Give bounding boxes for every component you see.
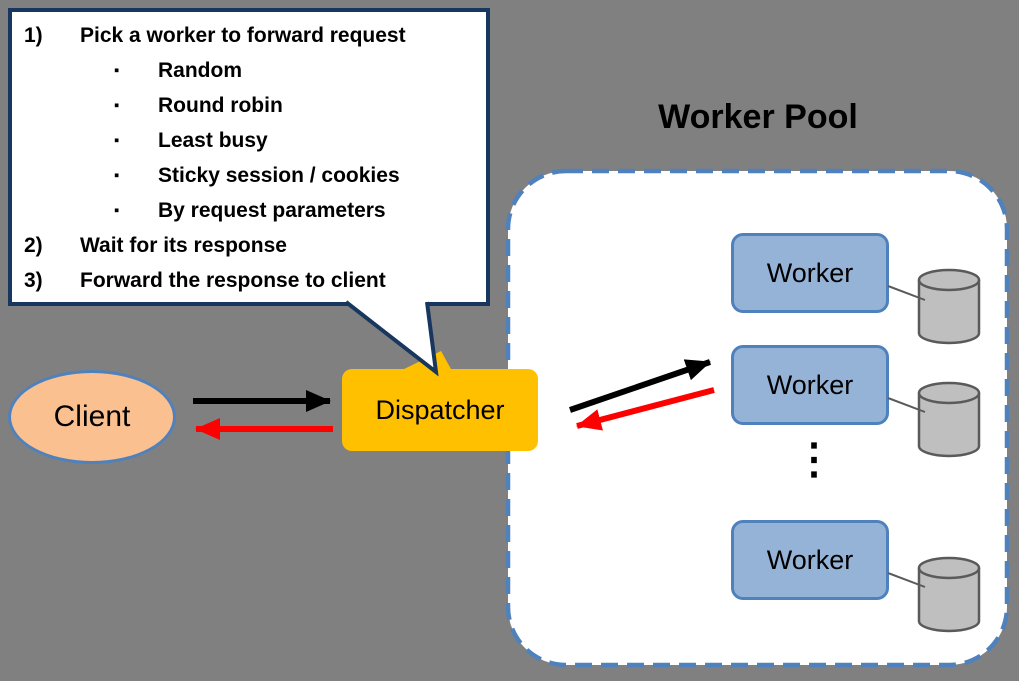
worker-node-1: Worker bbox=[731, 233, 889, 313]
bullet-icon: ▪ bbox=[114, 62, 120, 79]
callout-sub-item: ▪ Least busy bbox=[18, 123, 480, 158]
database-cylinder-1 bbox=[916, 267, 982, 345]
cylinder-icon bbox=[917, 268, 981, 345]
worker-node-2: Worker bbox=[731, 345, 889, 425]
worker-label: Worker bbox=[766, 369, 854, 400]
callout-sub-item: ▪ By request parameters bbox=[18, 193, 480, 228]
step-number: 1) bbox=[24, 24, 43, 47]
callout-sub-item: ▪ Sticky session / cookies bbox=[18, 158, 480, 193]
steps-callout: 1) Pick a worker to forward request ▪ Ra… bbox=[8, 8, 490, 306]
worker-label: Worker bbox=[766, 257, 854, 288]
callout-sub-item: ▪ Round robin bbox=[18, 88, 480, 123]
client-label: Client bbox=[53, 400, 131, 433]
bullet-icon: ▪ bbox=[114, 132, 120, 149]
worker-label: Worker bbox=[766, 544, 854, 575]
sub-item-text: Least busy bbox=[158, 129, 268, 152]
dispatcher-label: Dispatcher bbox=[375, 394, 505, 425]
callout-tail bbox=[344, 300, 439, 377]
callout-step: 1) Pick a worker to forward request bbox=[18, 18, 480, 53]
step-text: Wait for its response bbox=[80, 234, 287, 257]
callout-step: 3) Forward the response to client bbox=[18, 263, 480, 298]
step-text: Pick a worker to forward request bbox=[80, 24, 406, 47]
callout-step: 2) Wait for its response bbox=[18, 228, 480, 263]
database-cylinder-2 bbox=[916, 380, 982, 458]
callout-sub-item: ▪ Random bbox=[18, 53, 480, 88]
sub-item-text: Round robin bbox=[158, 94, 283, 117]
bullet-icon: ▪ bbox=[114, 202, 120, 219]
worker-node-3: Worker bbox=[731, 520, 889, 600]
dispatcher-node: Dispatcher bbox=[342, 369, 538, 451]
worker-pool-title: Worker Pool bbox=[658, 98, 858, 136]
step-number: 3) bbox=[24, 269, 43, 292]
database-cylinder-3 bbox=[916, 555, 982, 633]
bullet-icon: ▪ bbox=[114, 97, 120, 114]
sub-item-text: Random bbox=[158, 59, 242, 82]
sub-item-text: By request parameters bbox=[158, 199, 386, 222]
more-workers-ellipsis: ⋮ bbox=[793, 435, 835, 482]
step-number: 2) bbox=[24, 234, 43, 257]
bullet-icon: ▪ bbox=[114, 167, 120, 184]
cylinder-icon bbox=[917, 556, 981, 633]
step-text: Forward the response to client bbox=[80, 269, 386, 292]
sub-item-text: Sticky session / cookies bbox=[158, 164, 400, 187]
client-node: Client bbox=[8, 370, 176, 464]
dispatcher-callout-tab bbox=[400, 351, 452, 371]
cylinder-icon bbox=[917, 381, 981, 458]
